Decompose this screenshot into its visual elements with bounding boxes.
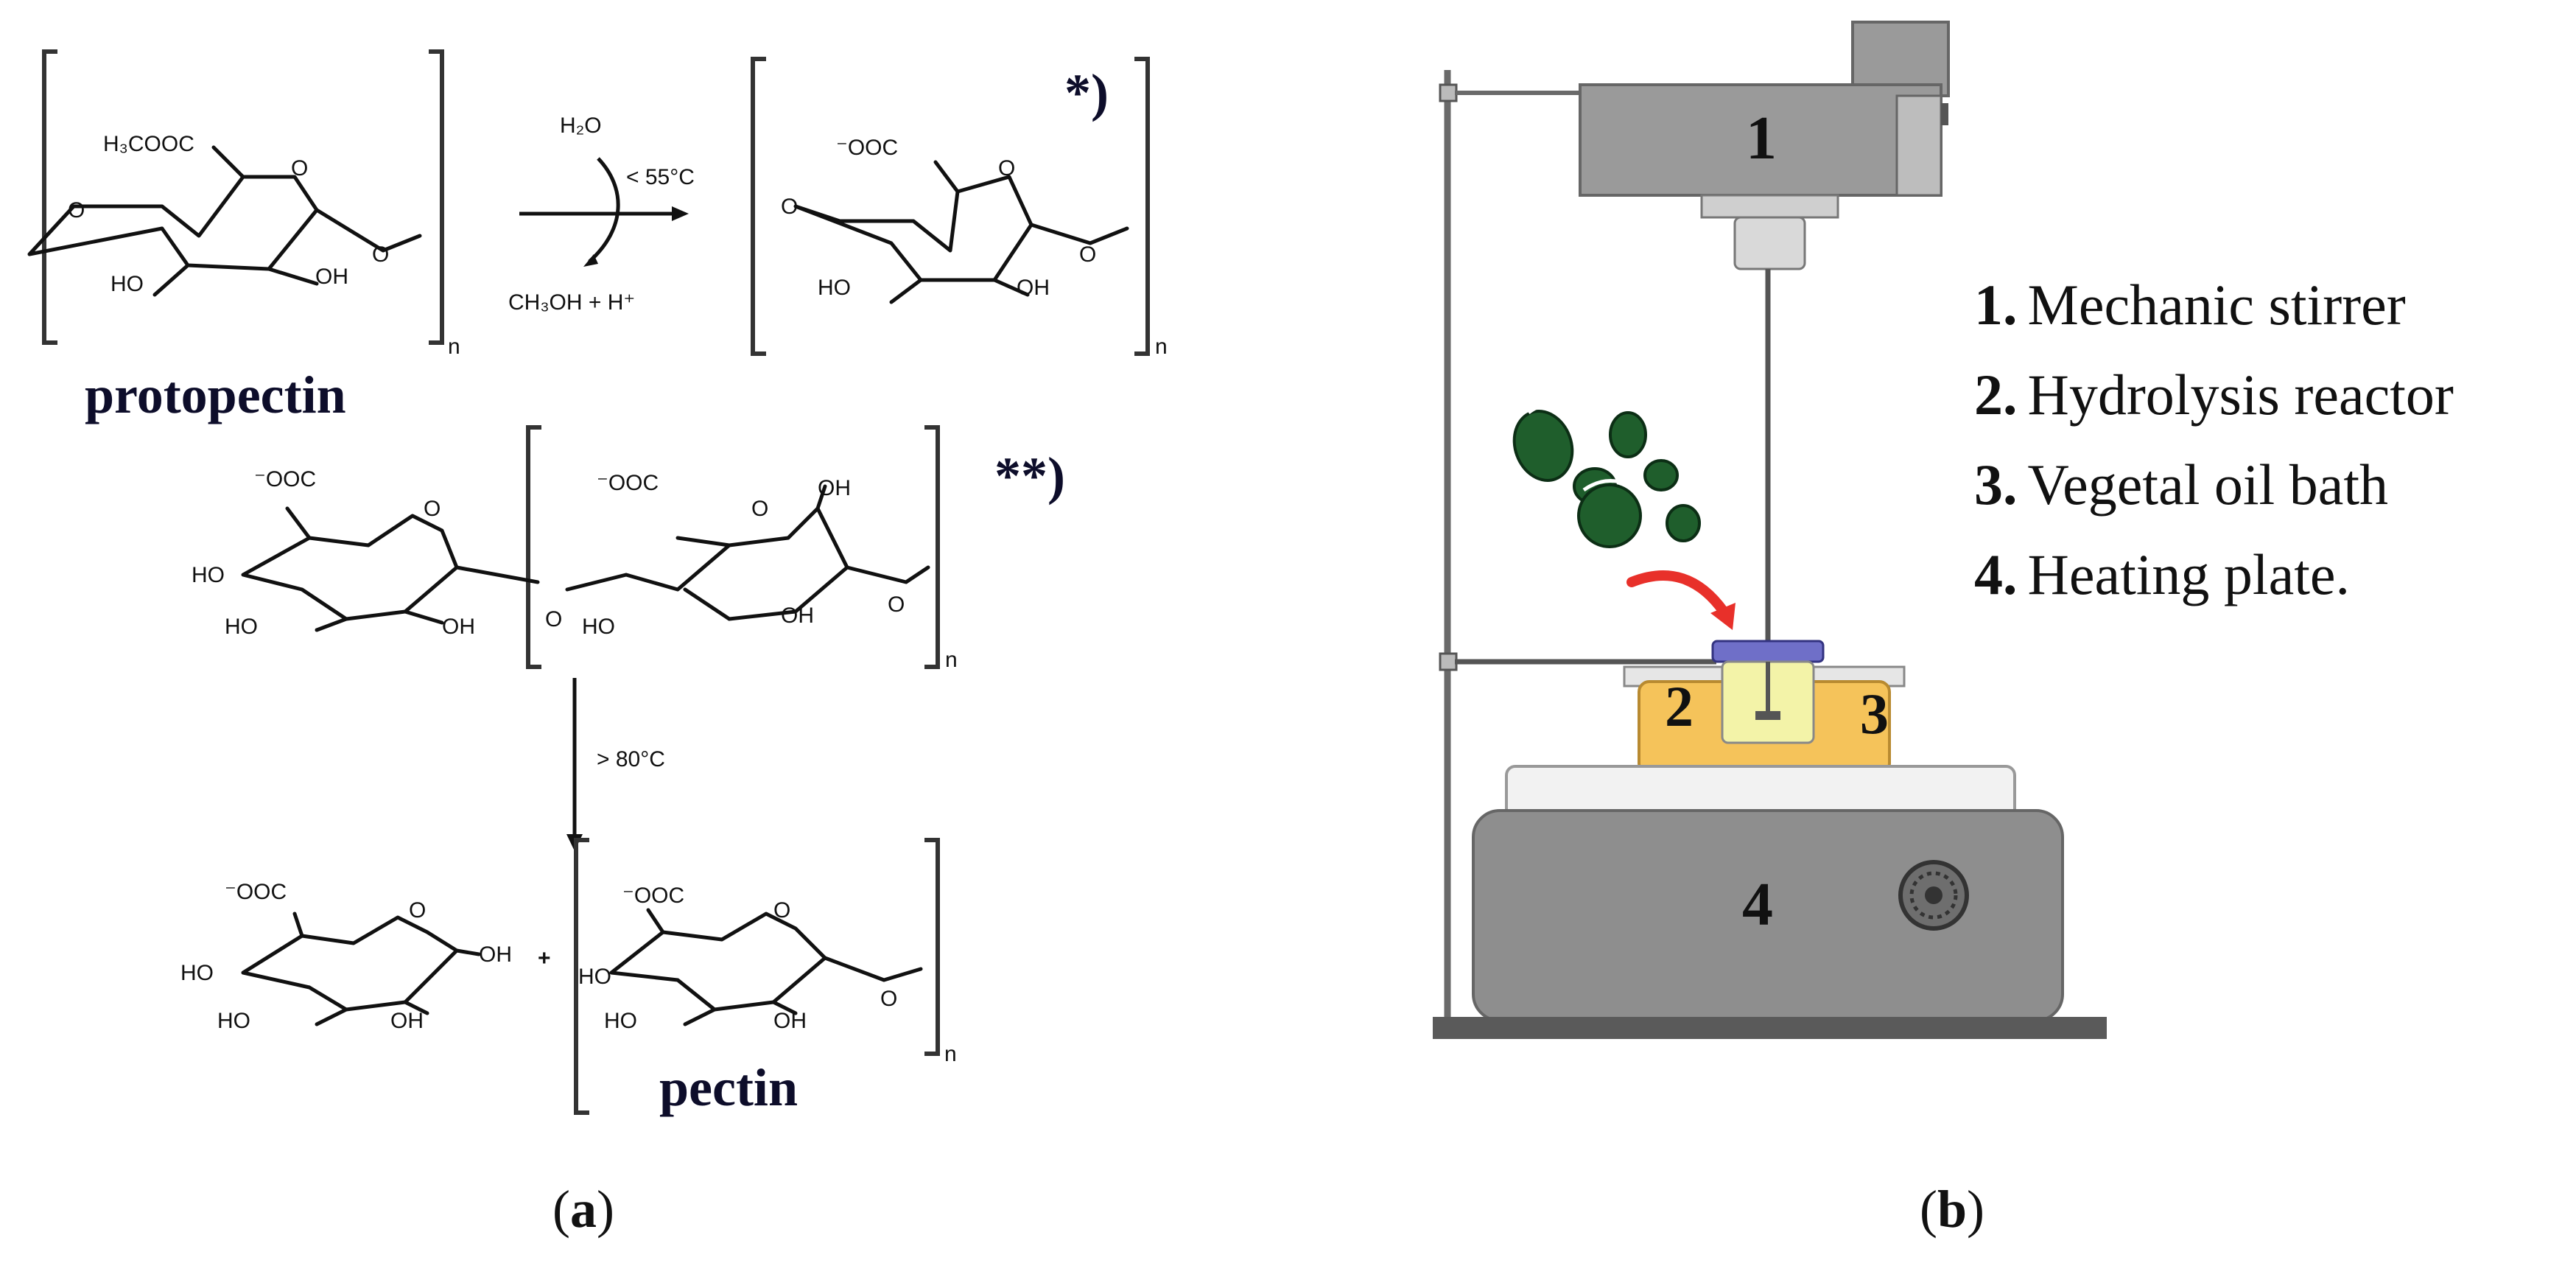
addition-arrow — [1626, 570, 1736, 630]
plus-sign: + — [538, 946, 551, 970]
mono-oh-end: OH — [479, 942, 512, 967]
dimer-right-ring: ⁻OOC OH HO OH O O — [565, 471, 930, 639]
step2-condition: > 80°C — [597, 747, 665, 772]
pectin-bracket-left — [574, 838, 589, 1115]
dimer-marker: **) — [994, 447, 1065, 505]
stand-clamp-bottom — [1439, 652, 1458, 671]
stirrer-blade — [1755, 711, 1780, 720]
step2-arrow: > 80°C — [566, 678, 665, 851]
pectin-label: pectin — [659, 1058, 798, 1117]
protopectin-bracket-left — [42, 49, 57, 345]
reactor-lid — [1711, 640, 1825, 663]
product1-bracket-right — [1134, 57, 1150, 356]
dimer-right-end-o: O — [888, 592, 905, 617]
protopectin-substituent: H₃COOC — [103, 132, 194, 156]
stirrer-body — [1579, 83, 1942, 197]
product1-oh: OH — [1017, 276, 1050, 300]
product1-substituent: ⁻OOC — [836, 136, 898, 160]
protopectin-ho: HO — [110, 272, 144, 296]
legend: 1.Mechanic stirrer 2.Hydrolysis reactor … — [1974, 273, 2454, 606]
legend-item-2: 2.Hydrolysis reactor — [1974, 363, 2454, 427]
stirrer-chuck — [1733, 216, 1806, 270]
dimer-right-oh-top: OH — [818, 476, 851, 500]
mono-substituent: ⁻OOC — [225, 880, 287, 904]
protopectin-repeat-n: n — [448, 335, 460, 359]
dimer-right-oh: OH — [781, 603, 814, 628]
pectin-substituent: ⁻OOC — [622, 884, 684, 908]
mono-oh: OH — [390, 1009, 424, 1033]
caption-a: (a) — [552, 1180, 614, 1239]
legend-item-4: 4.Heating plate. — [1974, 542, 2350, 606]
dimer-repeat-n: n — [945, 648, 958, 672]
mono-ring-o: O — [409, 898, 426, 923]
pectin-bracket-right — [924, 838, 940, 1056]
stirrer-number: 1 — [1746, 104, 1777, 172]
panel-a-reaction-scheme: n H₃COOC O O O HO OH protopectin H₂O < 5… — [27, 49, 1168, 1239]
oil-bath-number: 3 — [1860, 682, 1889, 746]
protopectin-left-o: O — [68, 198, 85, 223]
protopectin-ring-o: O — [291, 156, 308, 181]
dimer-left-substituent: ⁻OOC — [254, 467, 316, 491]
dimer-left-ring: ⁻OOC HO HO OH O O — [192, 467, 562, 639]
product1-ho: HO — [818, 276, 851, 300]
panel-b-apparatus: 1 2 3 — [1433, 21, 2454, 1239]
legend-item-3: 3.Vegetal oil bath — [1974, 452, 2388, 517]
pectin-ring-o: O — [773, 898, 790, 923]
legend-item-1: 1.Mechanic stirrer — [1974, 273, 2406, 337]
final-monomer: ⁻OOC HO HO OH OH O — [180, 880, 512, 1033]
pectin-end-o: O — [880, 987, 897, 1011]
hydrolysis-reactor — [1711, 640, 1825, 744]
dimer-left-oh: OH — [442, 615, 475, 639]
mechanic-stirrer: 1 — [1579, 21, 1950, 656]
product1-end-o: O — [1079, 242, 1096, 267]
stirrer-collar — [1700, 194, 1839, 219]
product1-ring: ⁻OOC O O O HO OH — [781, 136, 1129, 304]
caption-a-letter: a — [570, 1180, 597, 1239]
dimer-bracket-right — [924, 425, 940, 669]
mono-ho-bottom: HO — [217, 1009, 250, 1033]
protopectin-label: protopectin — [85, 365, 346, 424]
dimer-bracket-left — [526, 425, 541, 669]
caption-b-letter: b — [1937, 1180, 1967, 1239]
dimer-right-ho: HO — [582, 615, 615, 639]
dimer-left-ho-top: HO — [192, 563, 225, 587]
dimer-right-substituent: ⁻OOC — [597, 471, 659, 495]
protopectin-end-o: O — [372, 242, 389, 267]
product1-left-o: O — [781, 195, 798, 219]
dimer-left-ho-bottom: HO — [225, 615, 258, 639]
stand-clamp-top — [1439, 83, 1458, 102]
protopectin-bracket-right — [429, 49, 444, 345]
mono-ho-top: HO — [180, 961, 214, 985]
dimer-right-ring-o: O — [751, 497, 768, 521]
heating-plate: 4 — [1433, 765, 2107, 1039]
final-pectin-ring: ⁻OOC HO HO OH O O — [578, 884, 923, 1033]
product1-repeat-n: n — [1155, 335, 1168, 359]
product1-bracket-left — [751, 57, 766, 356]
pectin-oh: OH — [773, 1009, 807, 1033]
reactor-number: 2 — [1665, 674, 1694, 738]
caption-b: (b) — [1920, 1180, 1984, 1239]
product1-marker: *) — [1064, 63, 1109, 122]
peel-pieces — [1512, 403, 1701, 548]
pectin-ho-bottom: HO — [604, 1009, 637, 1033]
step1-reagent: H₂O — [560, 113, 602, 138]
pectin-ho-top: HO — [578, 965, 611, 989]
protopectin-ring: H₃COOC O O O HO OH — [27, 132, 422, 297]
stirrer-side-panel — [1895, 94, 1942, 197]
stand-base — [1433, 1017, 2107, 1039]
step1-condition: < 55°C — [626, 165, 695, 189]
product1-ring-o: O — [998, 156, 1015, 181]
dimer-bridge-o: O — [545, 607, 562, 632]
protopectin-oh: OH — [315, 265, 348, 289]
step1-byproduct: CH₃OH + H⁺ — [508, 290, 635, 315]
dimer-left-ring-o: O — [424, 497, 441, 521]
plate-number: 4 — [1742, 870, 1773, 939]
step1-arrow: H₂O < 55°C CH₃OH + H⁺ — [508, 113, 695, 315]
pectin-repeat-n: n — [944, 1042, 957, 1066]
